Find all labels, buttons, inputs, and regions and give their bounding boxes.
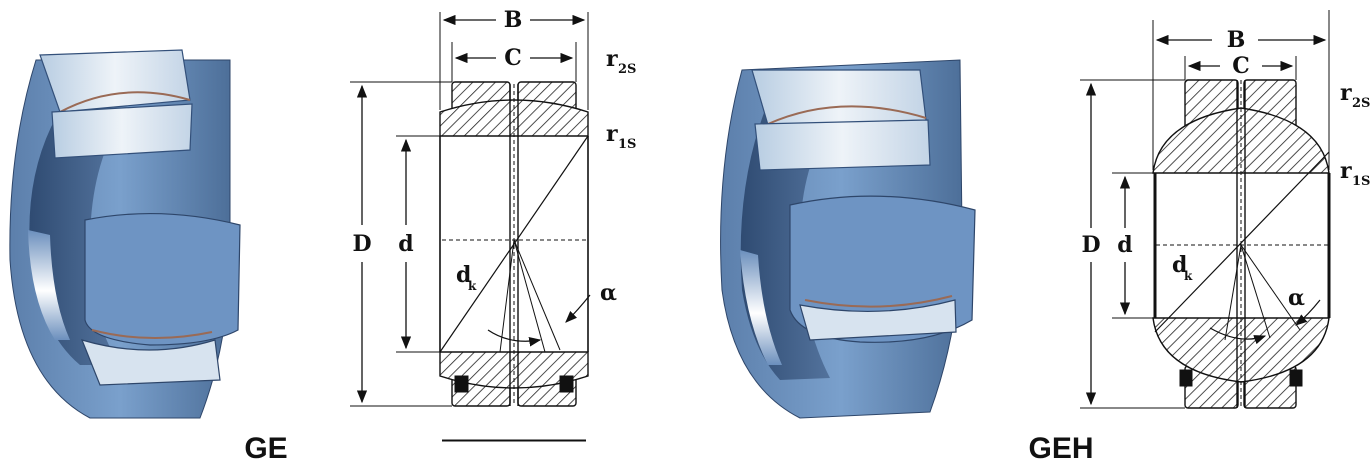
ge-caption: GE (244, 432, 287, 461)
geh-label-alpha: α (1288, 285, 1305, 311)
geh-label-r1-sub: 1S (1352, 174, 1370, 189)
ge-cross-section (350, 12, 591, 442)
ge-bearing-illustration (9, 49, 241, 419)
geh-label-d-outer: D (1081, 232, 1100, 258)
geh-caption: GEH (1028, 432, 1093, 461)
ge-label-r2-sub: 2S (618, 62, 636, 77)
geh-label-dk: d (1172, 252, 1187, 278)
geh-label-d-bore: d (1117, 232, 1132, 258)
ge-label-c: C (504, 45, 522, 71)
ge-label-d-bore: d (398, 231, 413, 257)
geh-label-r2: r (1340, 80, 1352, 106)
geh-bearing-illustration (720, 59, 976, 419)
geh-dimension-labels: B C r 2S r 1S D d d k α (1081, 27, 1370, 311)
ge-label-dk-sub: k (468, 279, 477, 293)
geh-label-dk-sub: k (1184, 269, 1193, 283)
ge-label-r1-sub: 1S (618, 137, 636, 152)
ge-dimension-labels: B C r 2S r 1S D d d k α (352, 7, 636, 306)
ge-label-r1: r (606, 121, 618, 147)
ge-label-dk: d (456, 262, 471, 288)
ge-label-alpha: α (600, 280, 617, 306)
geh-label-b: B (1227, 27, 1246, 53)
geh-label-c: C (1232, 53, 1250, 79)
ge-label-b: B (504, 7, 523, 33)
ge-label-d-outer: D (352, 231, 371, 257)
geh-cross-section (1080, 10, 1331, 409)
geh-label-r1: r (1340, 158, 1352, 184)
ge-label-r2: r (606, 46, 618, 72)
geh-label-r2-sub: 2S (1352, 96, 1370, 111)
